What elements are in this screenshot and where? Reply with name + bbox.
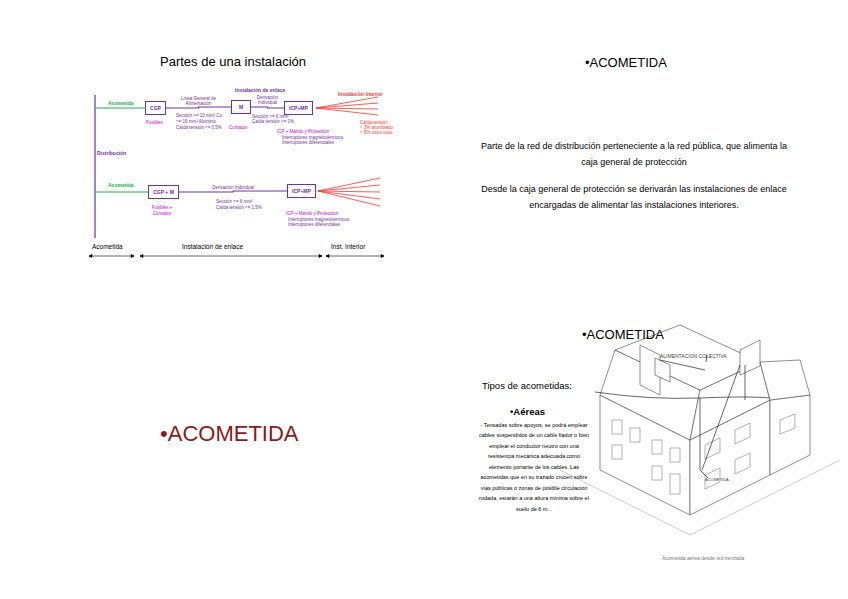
box-text: CGP + M bbox=[153, 189, 174, 195]
slide-title: •ACOMETIDA bbox=[160, 420, 299, 448]
note: ICP + Mando y Protección bbox=[286, 211, 338, 217]
slide-title: •ACOMETIDA bbox=[585, 55, 667, 71]
control-box: ICP+MP bbox=[284, 101, 313, 115]
note: Contador bbox=[229, 125, 248, 131]
box-text: ICP+MP bbox=[289, 105, 308, 111]
connector-label: Derivación Individual bbox=[180, 185, 286, 190]
acometida-line bbox=[95, 107, 146, 108]
subheading: Tipos de acometidas: bbox=[482, 380, 572, 392]
span-label: Acometida bbox=[92, 243, 123, 251]
note: Interruptores magnetotérmicos bbox=[288, 217, 349, 223]
acometida-line bbox=[95, 191, 148, 192]
meter-box: M bbox=[231, 100, 251, 114]
note: Sección >= 6 mm² bbox=[252, 114, 289, 120]
note: Sección >= 6 mm² bbox=[216, 199, 253, 205]
box-text: M bbox=[236, 104, 246, 110]
protection-box: CGP bbox=[145, 101, 166, 115]
note: Caída tensión <= 0,5% bbox=[176, 125, 222, 131]
connector bbox=[179, 191, 287, 192]
connector-label: Derivación Individual bbox=[252, 95, 283, 105]
connector-label: Línea General de Alimentación bbox=[167, 96, 230, 106]
note: ICP + Mando y Protección bbox=[277, 129, 329, 135]
span-label: Instalación de enlace bbox=[182, 243, 243, 251]
section-label: Distribución bbox=[97, 150, 126, 156]
figure-label: ACOMETIDA bbox=[705, 477, 729, 482]
note: Sección >= 10 mm² Cu >= 16 mm² Aluminio bbox=[176, 113, 224, 124]
span-label: Inst. Interior bbox=[331, 243, 365, 251]
slide-title: •ACOMETIDA bbox=[582, 327, 664, 343]
paragraph: Parte de la red de distribución pertenec… bbox=[474, 138, 794, 170]
windows bbox=[612, 414, 795, 494]
houses-drawing bbox=[600, 325, 810, 515]
note: Interruptores magnetotérmicos bbox=[282, 135, 343, 141]
note: Fusibles bbox=[146, 120, 163, 126]
note: Caída tensión bbox=[360, 120, 388, 126]
note: Interruptores diferenciales bbox=[288, 222, 340, 228]
control-box: ICP+MP bbox=[287, 184, 316, 198]
section-label: Acometida bbox=[108, 182, 134, 188]
section-label: Acometida bbox=[108, 100, 134, 106]
section-label: Instalación Interior bbox=[338, 91, 383, 97]
slide-title: Partes de una instalación bbox=[160, 54, 306, 70]
note: Caída tensión <= 1,5% bbox=[216, 205, 262, 211]
service-cables bbox=[595, 355, 770, 478]
span-brackets bbox=[89, 255, 384, 258]
interior-circuits bbox=[316, 97, 380, 206]
box-text: CGP bbox=[150, 105, 161, 111]
note: Caída tensión <= 1% bbox=[252, 119, 294, 125]
paragraph: Desde la caja general de protección se d… bbox=[474, 181, 794, 213]
connector bbox=[166, 107, 231, 108]
note: Interruptores diferenciales bbox=[282, 140, 334, 146]
note: < 5% otros usos bbox=[360, 130, 392, 136]
figure-caption: Acometida aérea desde red trenzada bbox=[662, 555, 744, 561]
box-text: ICP+MP bbox=[292, 188, 311, 194]
section-label: Instalación de enlace bbox=[235, 87, 285, 93]
note: < 3% alumbrado bbox=[360, 125, 393, 131]
connector bbox=[251, 107, 284, 108]
paragraph: - Tensadas sobre apoyos, se podrá emplea… bbox=[476, 420, 592, 514]
subheading: •Aéreas bbox=[510, 406, 545, 418]
distribution-line bbox=[94, 95, 95, 238]
figure-label: ALIMENTACION COLECTIVA bbox=[660, 353, 727, 359]
ground-lines bbox=[560, 460, 840, 535]
note: Fusibles + Contador bbox=[150, 205, 174, 216]
protection-box: CGP + M bbox=[148, 185, 179, 199]
